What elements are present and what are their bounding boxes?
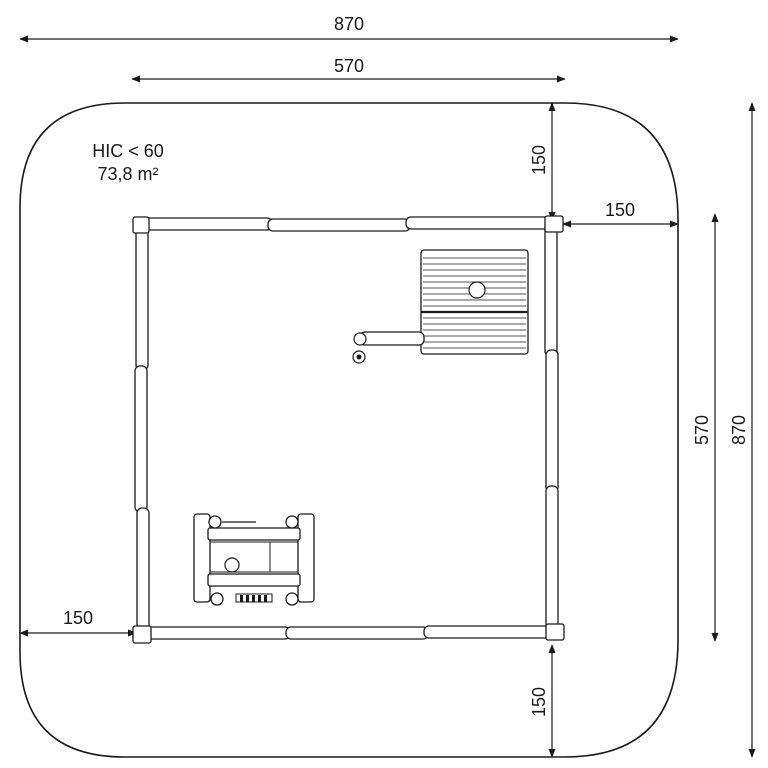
bottom-clearance-value: 150 — [529, 687, 549, 717]
left-clearance-value: 150 — [63, 608, 93, 628]
log-left-3 — [136, 507, 150, 635]
dimension-inner-height: 570 — [692, 213, 719, 642]
corner-block-bottom-left — [132, 625, 152, 644]
log-bottom-1 — [145, 626, 291, 640]
dimension-overall-height: 870 — [729, 102, 756, 758]
top-clearance-value: 150 — [529, 145, 549, 175]
log-left-1 — [135, 223, 149, 371]
sand-table-board — [420, 249, 529, 355]
panel-beam-bottom — [207, 573, 301, 587]
area-label: 73,8 m² — [97, 164, 158, 184]
dimension-inner-width: 570 — [131, 56, 566, 83]
sand-table-equipment — [352, 249, 529, 364]
log-left-2 — [134, 365, 148, 513]
dimension-overall-width: 870 — [19, 14, 679, 43]
log-border-frame — [132, 215, 565, 644]
safety-area-outline — [19, 102, 679, 758]
play-panel-equipment — [193, 513, 315, 606]
panel-post-right — [297, 513, 315, 603]
corner-block-top-right — [544, 215, 564, 233]
inner-width-value: 570 — [334, 56, 364, 76]
sand-table-arm — [359, 331, 425, 346]
overall-width-value: 870 — [334, 14, 364, 34]
seat-knob — [468, 281, 486, 299]
inner-height-value: 570 — [692, 415, 712, 445]
log-top-1 — [137, 217, 273, 231]
log-bottom-3 — [423, 625, 559, 639]
log-bottom-2 — [285, 626, 429, 640]
dimension-left-clearance: 150 — [19, 608, 137, 637]
dimension-bottom-clearance: 150 — [529, 644, 556, 758]
hic-label: HIC < 60 — [92, 141, 164, 161]
log-top-2 — [267, 218, 411, 232]
log-right-3 — [545, 485, 559, 633]
dimension-right-clearance: 150 — [562, 200, 679, 228]
log-right-1 — [544, 221, 558, 357]
corner-block-top-left — [132, 216, 150, 234]
log-right-2 — [545, 349, 559, 493]
right-clearance-value: 150 — [605, 200, 635, 220]
panel-post-left — [193, 513, 211, 603]
log-top-3 — [405, 216, 553, 230]
corner-block-bottom-right — [545, 623, 565, 641]
panel-beam-top — [207, 527, 301, 541]
dimension-top-clearance: 150 — [529, 102, 556, 221]
overall-height-value: 870 — [729, 415, 749, 445]
